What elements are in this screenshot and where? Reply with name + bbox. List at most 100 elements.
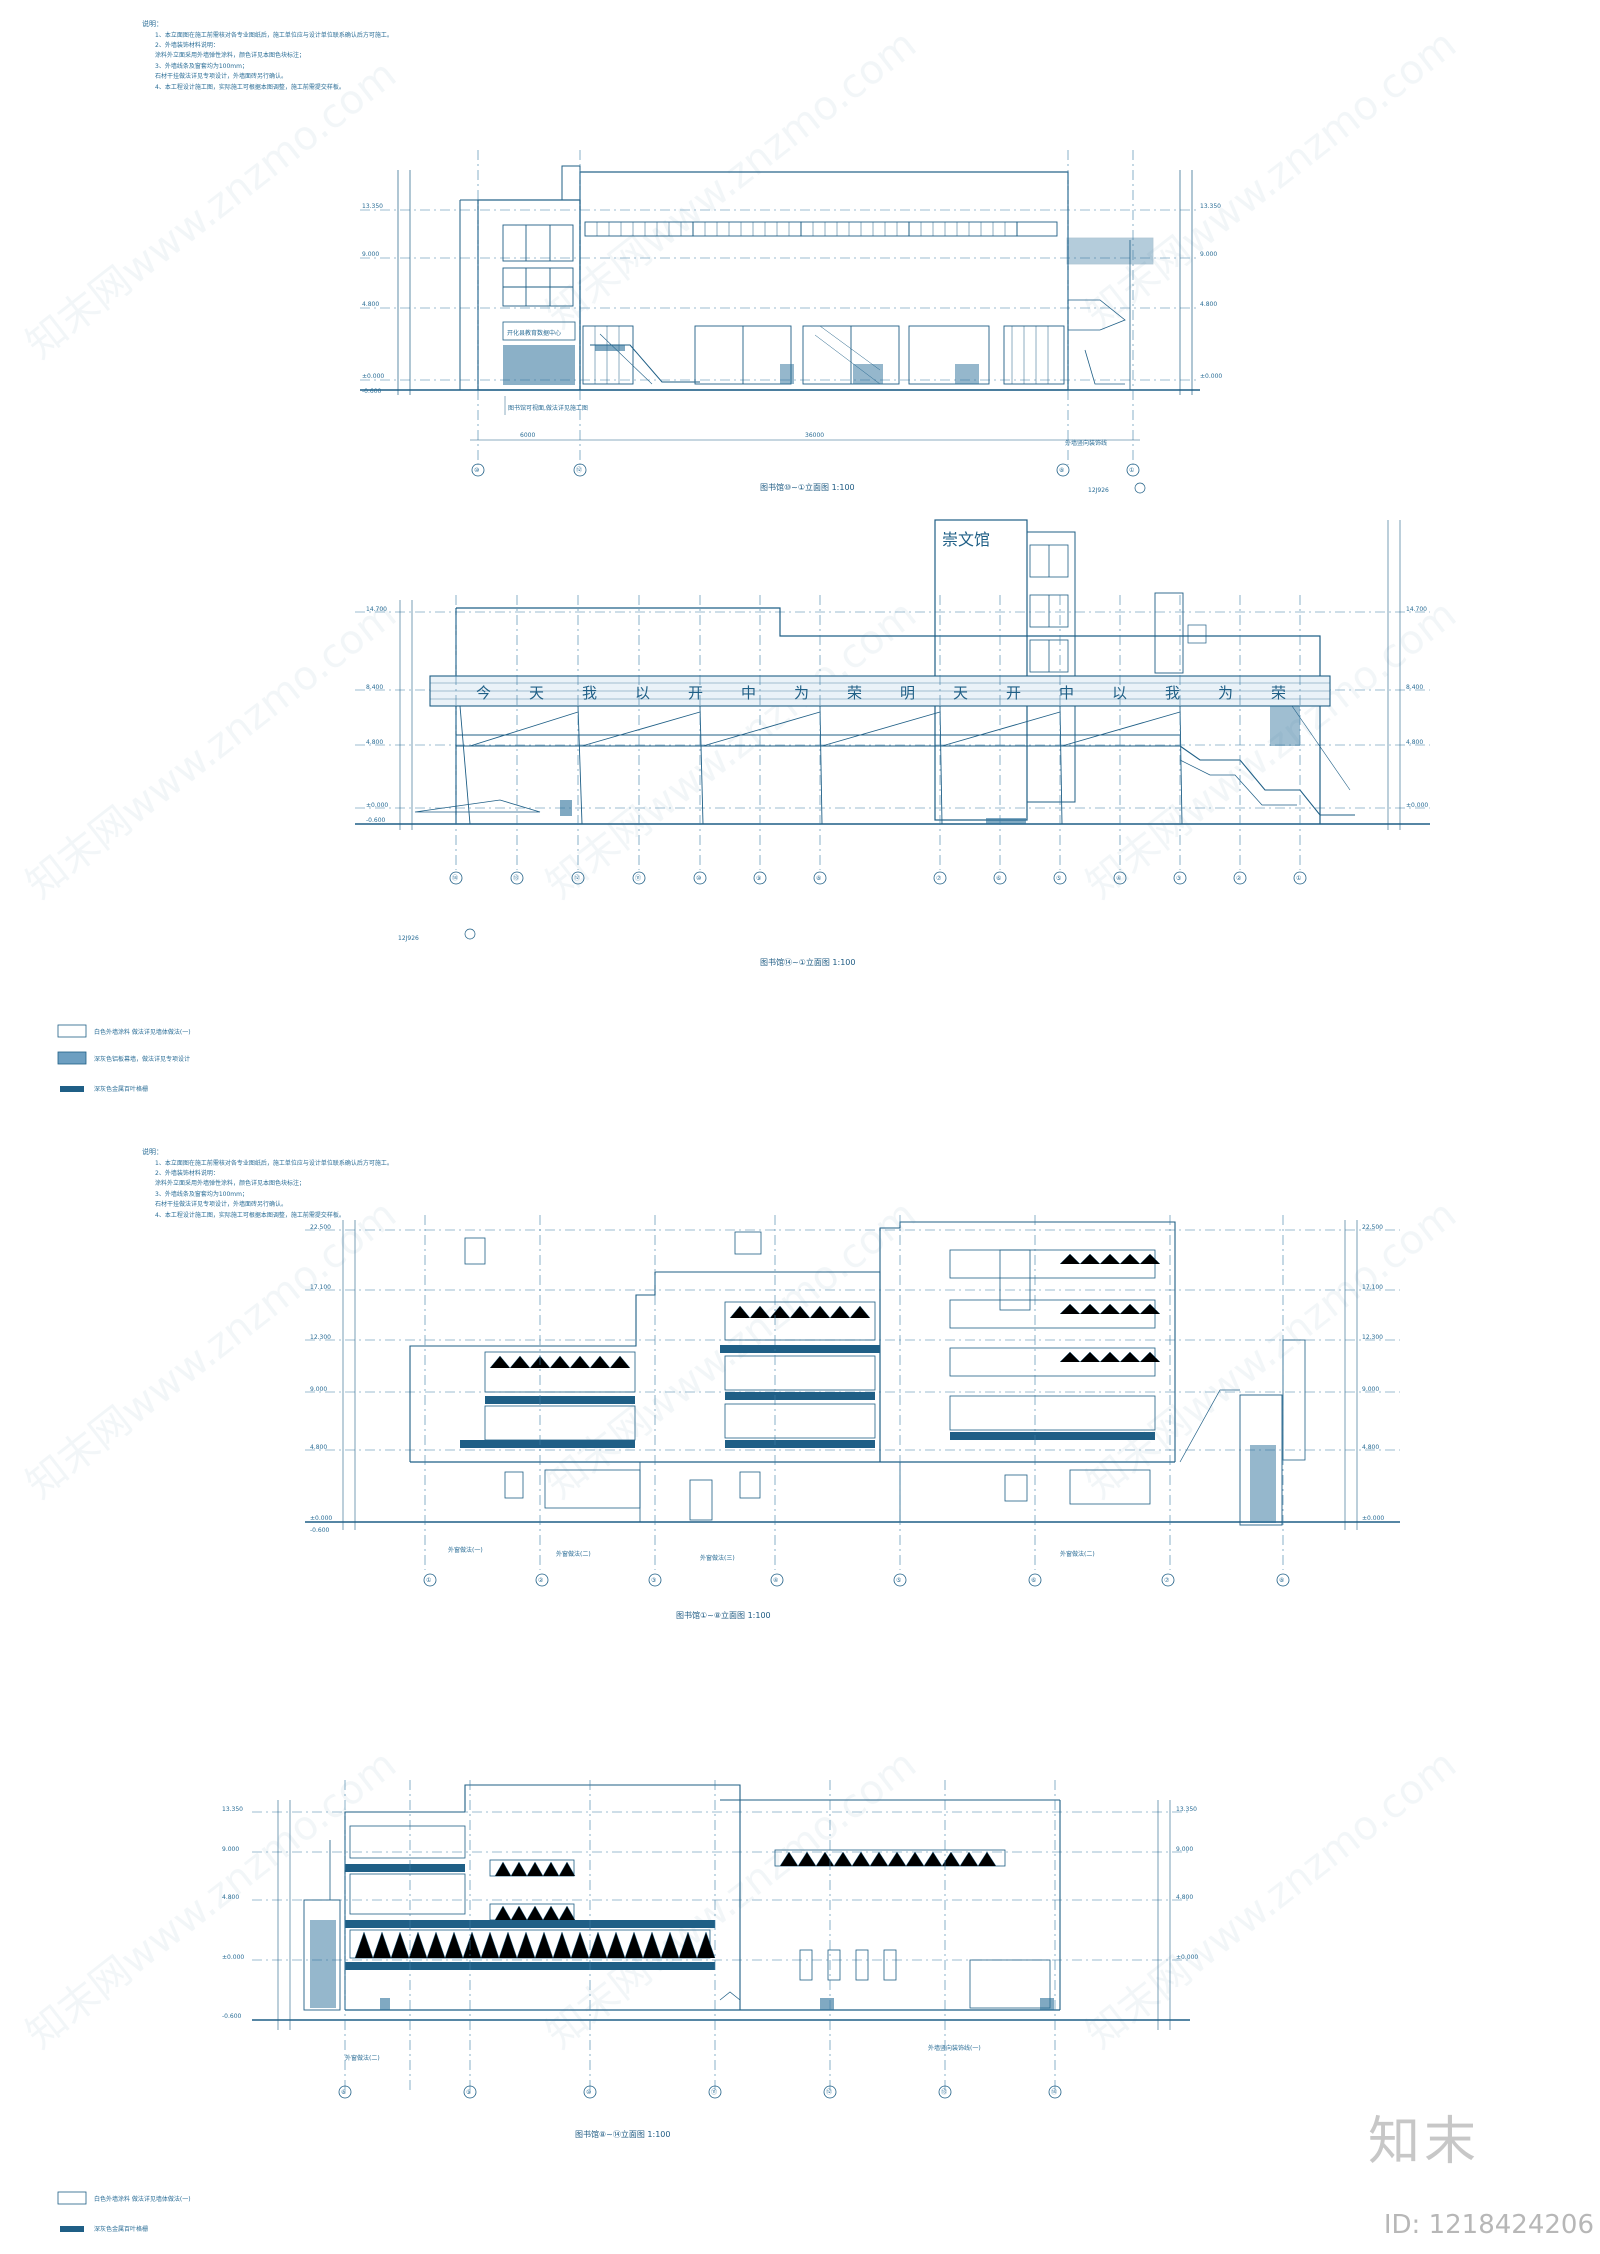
image-id: ID: 1218424206 xyxy=(1383,2210,1594,2240)
notes-item: 2、外墙装饰材料说明： xyxy=(155,1169,219,1177)
notes-item: 3、外墙线条及窗套均为100mm； xyxy=(155,62,248,70)
level-label: 22.500 xyxy=(310,1224,331,1231)
notes-item: 2、外墙装饰材料说明： xyxy=(155,41,219,49)
level-label: ±0.000 xyxy=(222,1954,244,1961)
level-label: ±0.000 xyxy=(1176,1954,1198,1961)
axis-label: ⑩ xyxy=(474,467,479,474)
watermark-12: 知末网www.znzmo.com xyxy=(1078,1741,1465,2058)
axis-label: ③ xyxy=(651,1577,656,1584)
elevation-4: 13.350 9.000 4.800 ±0.000 -0.600 13.350 … xyxy=(222,1780,1198,2139)
general-notes-top: 说明： 1、本立面图在施工前需核对各专业图纸后，施工单位应与设计单位联系确认后方… xyxy=(142,19,393,91)
slogan-char: 以 xyxy=(1112,684,1127,702)
level-label: 4.800 xyxy=(1200,301,1217,308)
elevation-caption: 图书馆⑧~⑭立面图 1:100 xyxy=(575,2129,670,2139)
axis-label: ⑤ xyxy=(896,1577,901,1584)
annotation: 外窗做法(一) xyxy=(448,1546,483,1554)
slogan-char: 开 xyxy=(1006,684,1021,702)
level-label: 4.800 xyxy=(1176,1894,1193,1901)
level-label: 13.350 xyxy=(1176,1806,1197,1813)
annotation: 外窗做法(二) xyxy=(1060,1550,1095,1558)
notes-item: 4、本工程设计施工图，实际施工可根据本图调整，施工前需提交样板。 xyxy=(155,1211,345,1219)
legend-top: 白色外墙涂料 做法详见墙体做法(一) 深灰色铝板幕墙，做法详见专项设计 深灰色金… xyxy=(57,1024,191,1093)
axis-label: ④ xyxy=(1116,875,1121,882)
level-label: 8.400 xyxy=(366,684,383,691)
axis-label: ① xyxy=(426,1577,431,1584)
axis-label: ⑧ xyxy=(341,2089,346,2096)
level-label: ±0.000 xyxy=(366,802,388,809)
level-label: 4.800 xyxy=(362,301,379,308)
tower-sign: 崇文馆 xyxy=(942,530,990,549)
axis-label: ② xyxy=(1236,875,1242,882)
axis-label: ① xyxy=(1296,875,1301,882)
axis-label: ⑧ xyxy=(1059,467,1064,474)
notes-item: 石材干挂做法详见专项设计，外墙面砖另行确认。 xyxy=(155,1200,287,1208)
notes-item: 石材干挂做法详见专项设计，外墙面砖另行确认。 xyxy=(155,72,287,80)
slogan-char: 荣 xyxy=(847,684,862,702)
notes-title: 说明： xyxy=(142,19,163,28)
axis-label: ⑨ xyxy=(466,2089,471,2096)
level-label: 14.700 xyxy=(1406,606,1427,613)
slogan-char: 天 xyxy=(529,684,544,702)
level-label: ±0.000 xyxy=(1406,802,1428,809)
slogan-char: 中 xyxy=(1059,684,1074,702)
axis-label: ⑧ xyxy=(1279,1577,1284,1584)
elevation-3: 22.500 17.100 12.300 9.000 4.800 ±0.000 … xyxy=(305,1215,1400,1620)
axis-label: ④ xyxy=(773,1577,778,1584)
elevation-caption: 图书馆①~⑧立面图 1:100 xyxy=(676,1610,771,1620)
axis-label: ③ xyxy=(1176,875,1181,882)
elevation-caption: 图书馆⑩~①立面图 1:100 xyxy=(760,482,855,492)
axis-label: ⑫ xyxy=(574,874,580,882)
level-label: ±0.000 xyxy=(1362,1515,1384,1522)
level-label: 13.350 xyxy=(362,203,383,210)
axis-label: ⑬ xyxy=(941,2088,947,2096)
slogan-char: 荣 xyxy=(1271,684,1286,702)
level-label: 12.300 xyxy=(310,1334,331,1341)
legend-label: 白色外墙涂料 做法详见墙体做法(一) xyxy=(94,2195,191,2203)
level-label: 9.000 xyxy=(1200,251,1217,258)
notes-item: 1、本立面图在施工前需核对各专业图纸后，施工单位应与设计单位联系确认后方可施工。 xyxy=(155,1159,393,1167)
annotation: 图书馆可视面,做法详见施工图 xyxy=(508,404,588,412)
watermark-2: 知末网www.znzmo.com xyxy=(538,21,925,338)
legend-label: 白色外墙涂料 做法详见墙体做法(一) xyxy=(94,1028,191,1036)
elevation-2: 14.700 8.400 4.800 ±0.000 -0.600 14.700 … xyxy=(355,519,1430,967)
level-label: 4.800 xyxy=(310,1444,327,1451)
axis-label: ⑭ xyxy=(452,874,458,882)
level-label: -0.600 xyxy=(362,388,382,395)
slogan-char: 中 xyxy=(741,684,756,702)
watermark-5: 知末网www.znzmo.com xyxy=(538,591,925,908)
level-label: 4.800 xyxy=(1406,739,1423,746)
slogan-char: 天 xyxy=(953,684,968,702)
slogan-char: 我 xyxy=(582,684,597,702)
dimension-label: 6000 xyxy=(520,432,535,439)
slogan-char: 今 xyxy=(476,684,491,702)
axis-label: ⑥ xyxy=(996,875,1001,882)
level-label: -0.600 xyxy=(222,2013,242,2020)
level-label: 22.500 xyxy=(1362,1224,1383,1231)
axis-label: ⑥ xyxy=(1031,1577,1036,1584)
level-label: 9.000 xyxy=(222,1846,239,1853)
level-label: 13.350 xyxy=(222,1806,243,1813)
detail-callout: 12J926 xyxy=(398,935,419,942)
level-label: 12.300 xyxy=(1362,1334,1383,1341)
general-notes-middle: 说明： 1、本立面图在施工前需核对各专业图纸后，施工单位应与设计单位联系确认后方… xyxy=(142,1147,393,1219)
watermark-3: 知末网www.znzmo.com xyxy=(1078,21,1465,338)
axis-label: ⑪ xyxy=(635,874,641,882)
level-label: 9.000 xyxy=(310,1386,327,1393)
detail-callout: 12J926 xyxy=(1088,487,1109,494)
level-label: ±0.000 xyxy=(1200,373,1222,380)
level-label: 17.100 xyxy=(310,1284,331,1291)
level-label: 4.800 xyxy=(366,739,383,746)
legend-label: 深灰色金属百叶格栅 xyxy=(94,1085,148,1093)
slogan-char: 以 xyxy=(635,684,650,702)
axis-label: ① xyxy=(1129,467,1134,474)
level-label: 14.700 xyxy=(366,606,387,613)
legend-label: 深灰色金属百叶格栅 xyxy=(94,2225,148,2233)
axis-label: ⑭ xyxy=(1051,2088,1057,2096)
axis-label: ⑫ xyxy=(826,2088,832,2096)
elevation-caption: 图书馆⑭~①立面图 1:100 xyxy=(760,957,855,967)
notes-item: 1、本立面图在施工前需核对各专业图纸后，施工单位应与设计单位联系确认后方可施工。 xyxy=(155,31,393,39)
level-label: 13.350 xyxy=(1200,203,1221,210)
axis-label: ⑪ xyxy=(711,2088,717,2096)
annotation: 外窗做法(二) xyxy=(345,2054,380,2062)
